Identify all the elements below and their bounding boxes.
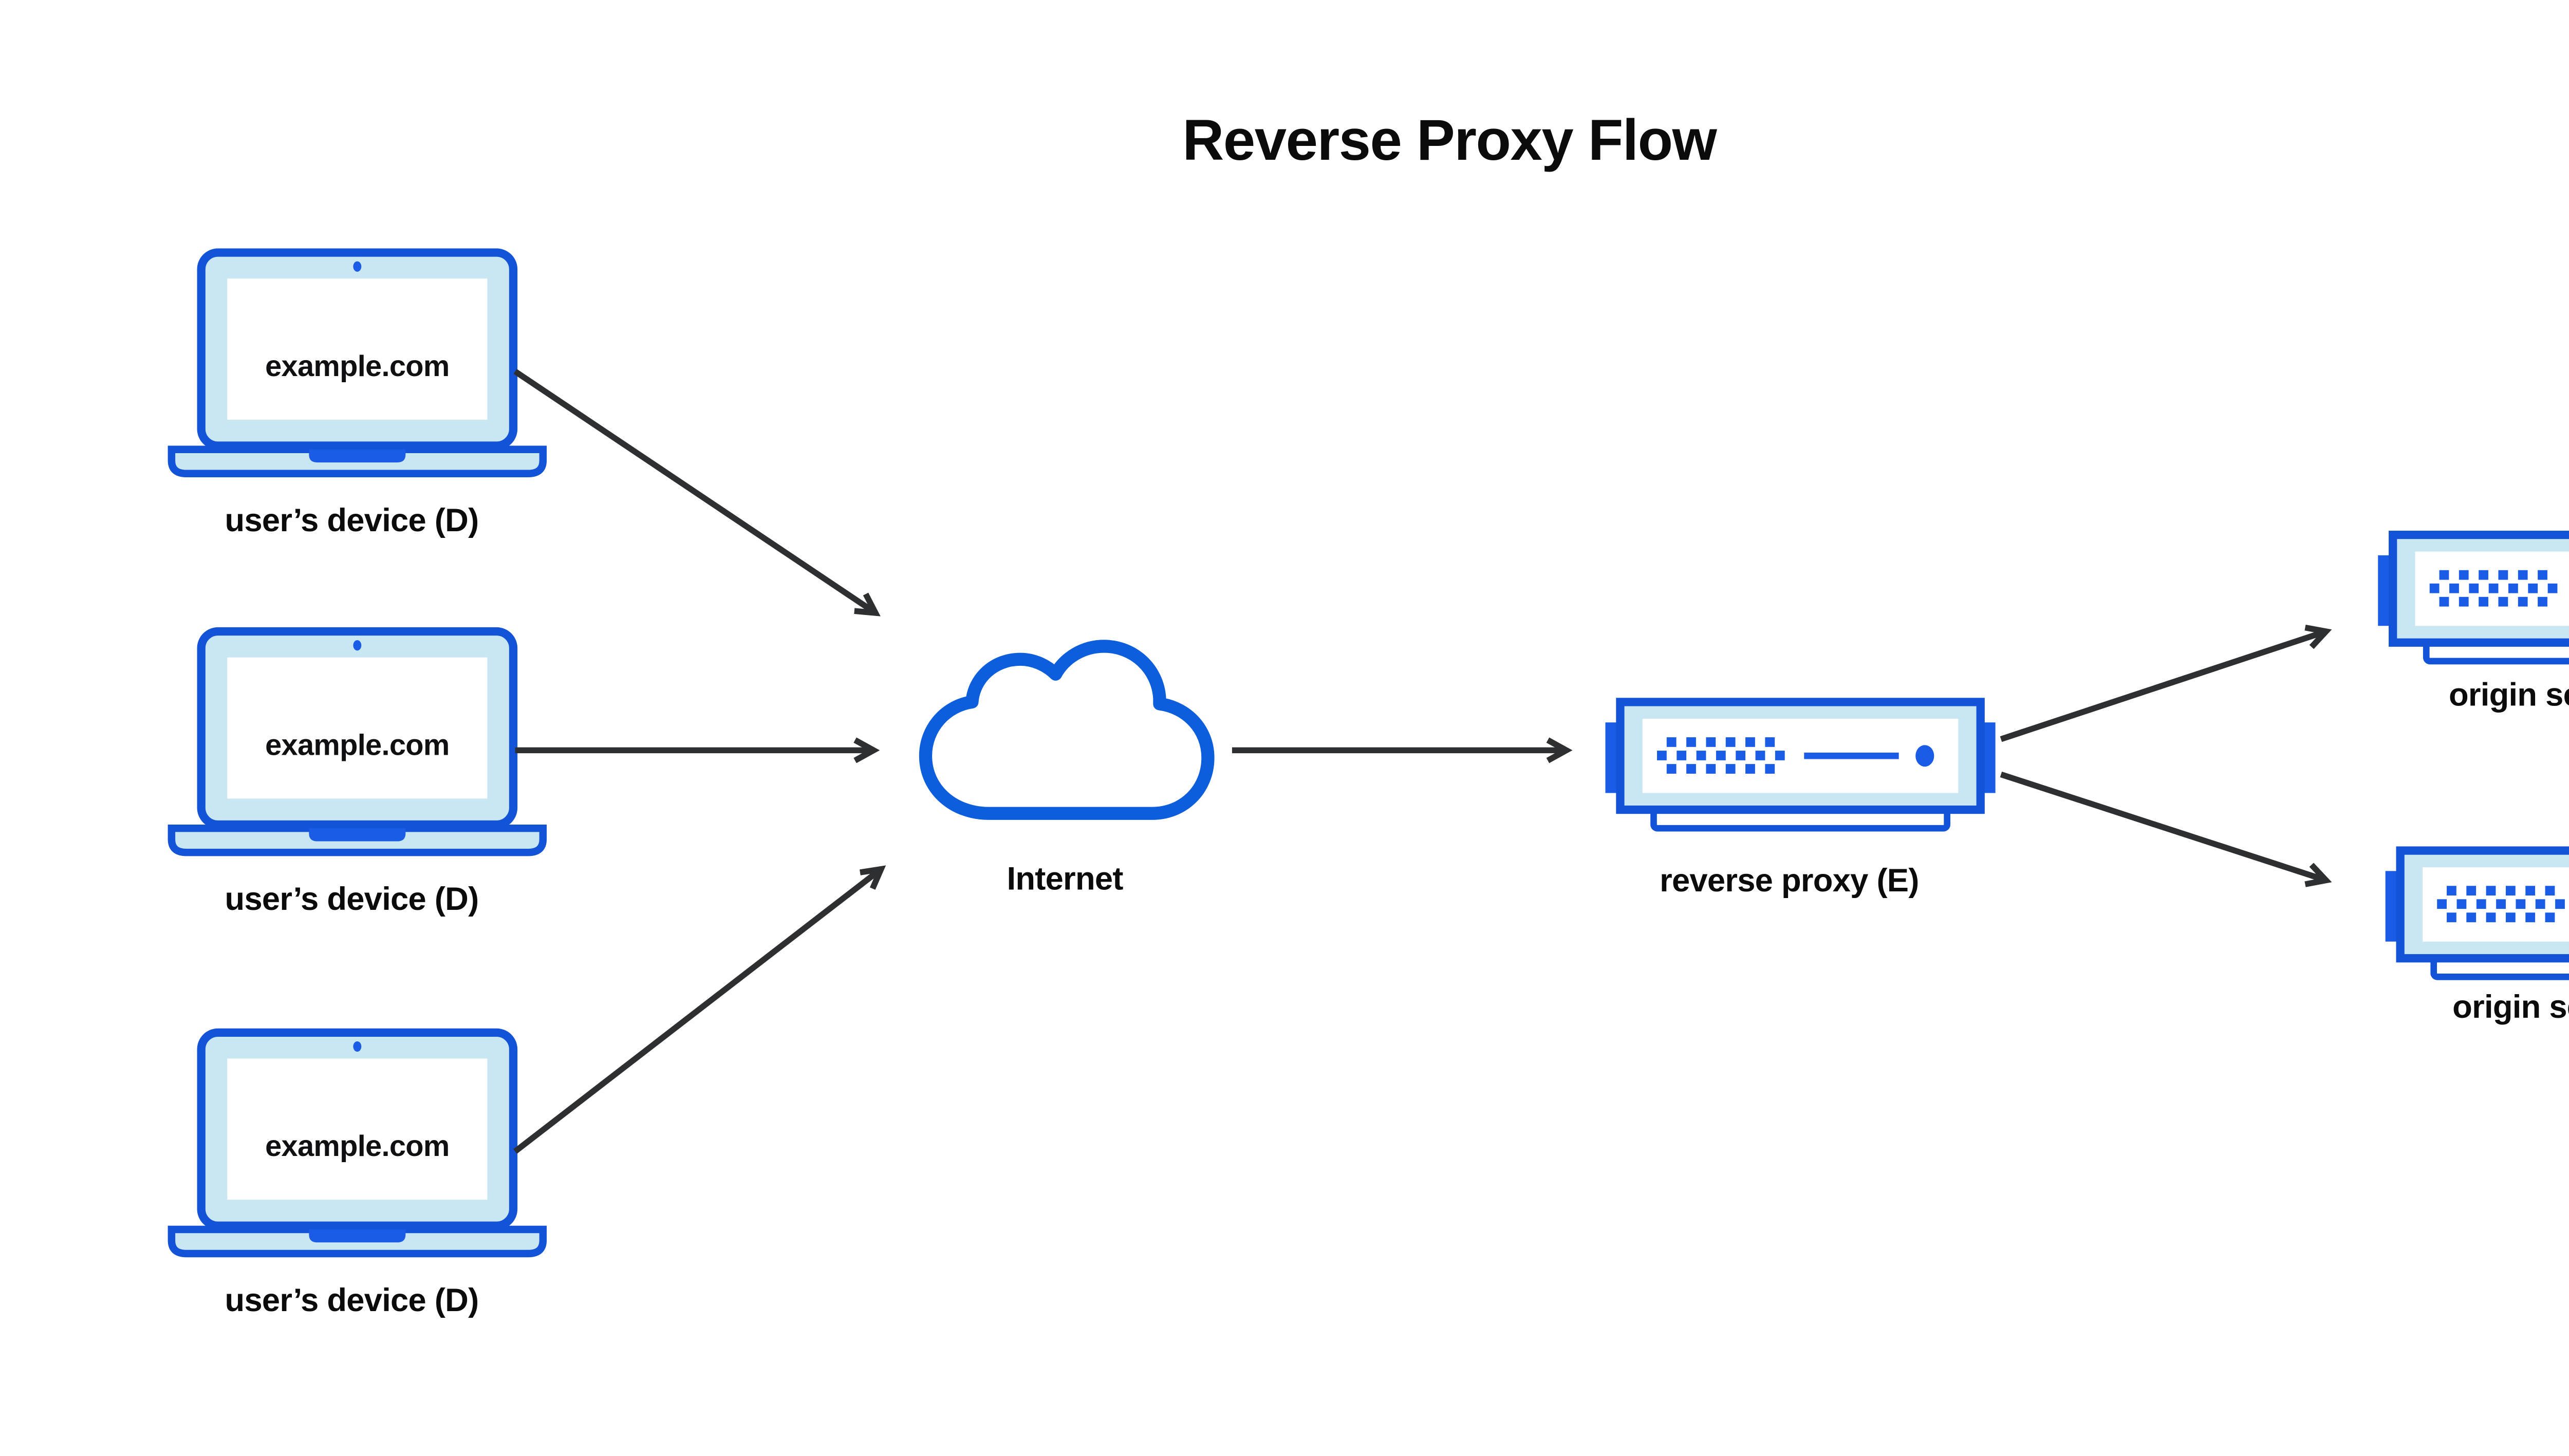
device-screen-text: example.com [265,350,449,383]
device-screen-text: example.com [265,729,449,761]
cloud-icon [919,640,1215,820]
origin-server-label: origin server (F) [2449,677,2569,713]
reverse-proxy-label: reverse proxy (E) [1660,863,1919,899]
arrow-device3-to-internet [513,865,886,1154]
origin-server-label: origin server (F) [2452,989,2569,1025]
user-device-3: example.com user’s device (D) [172,1033,543,1318]
server-icon [2378,535,2569,661]
arrow-proxy-to-origin1 [2000,624,2332,742]
device-label: user’s device (D) [225,502,479,538]
device-screen-text: example.com [265,1130,449,1163]
user-device-2: example.com user’s device (D) [172,631,543,917]
arrow-proxy-to-origin2 [2000,771,2332,887]
internet-label: Internet [1007,861,1124,897]
user-device-1: example.com user’s device (D) [172,253,543,538]
origin-server-1: origin server (F) [2378,535,2569,713]
reverse-proxy-node: reverse proxy (E) [1605,702,1995,899]
internet-node: Internet [919,640,1215,897]
device-label: user’s device (D) [225,1282,479,1318]
arrow-device1-to-internet [513,369,881,617]
device-label: user’s device (D) [225,881,479,917]
page-title: Reverse Proxy Flow [1182,108,1717,172]
origin-server-2: origin server (F) [2386,851,2569,1025]
server-icon [2386,851,2569,977]
server-icon [1605,702,1995,828]
